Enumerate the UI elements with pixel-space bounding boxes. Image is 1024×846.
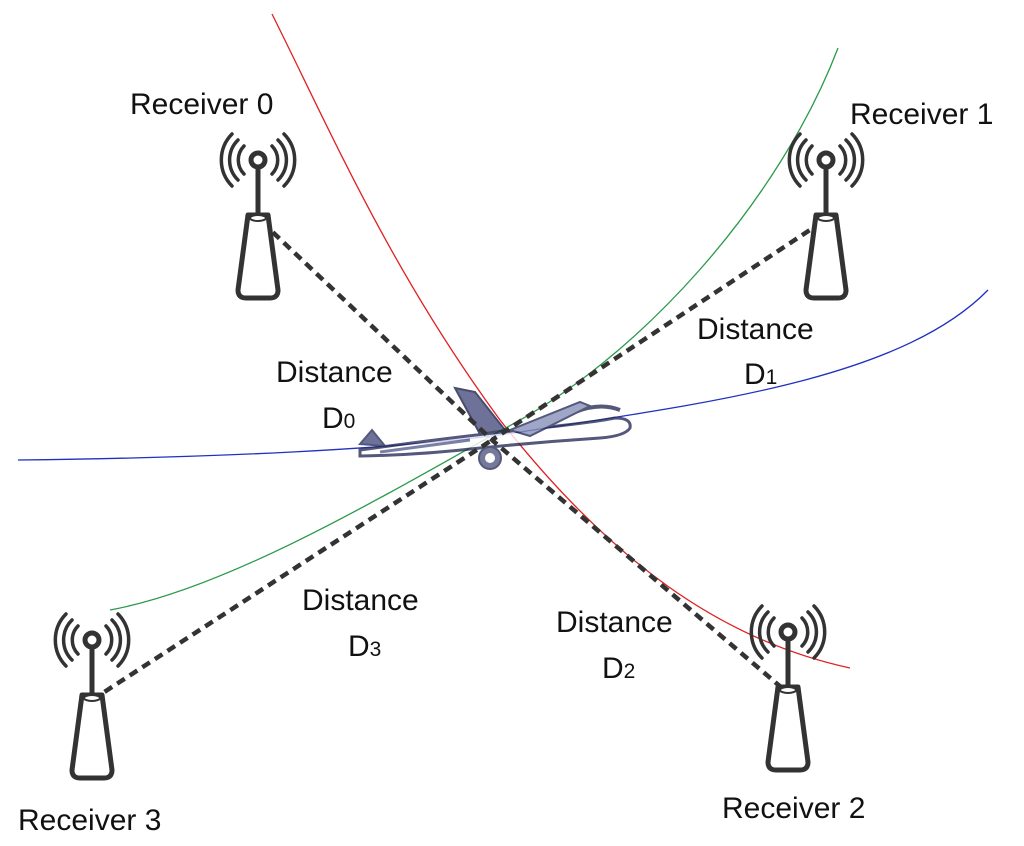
receiver-2-label: Receiver 2 (722, 792, 865, 825)
distance-label-3: Distance D3 (302, 584, 419, 663)
distance-symbol-letter: D (744, 358, 766, 391)
receiver-3-label: Receiver 3 (18, 804, 161, 837)
receiver-1: Receiver 1 (789, 98, 993, 298)
green-curve (109, 47, 839, 611)
distance-symbol-index: 0 (344, 410, 356, 433)
distance-symbol-letter: D (322, 402, 344, 435)
distance-line-2 (490, 438, 784, 690)
distance-lines (90, 220, 824, 702)
distance-symbol: D1 (744, 358, 777, 391)
distance-label-0: Distance D0 (276, 356, 393, 435)
receiver-0-label: Receiver 0 (130, 88, 273, 121)
distance-word: Distance (302, 584, 419, 617)
antenna-icon (221, 134, 294, 298)
airplane-icon (357, 386, 632, 470)
distance-word: Distance (556, 606, 673, 639)
receiver-3: Receiver 3 (18, 614, 161, 837)
distance-word: Distance (697, 313, 814, 346)
distance-symbol: D2 (602, 652, 635, 685)
distance-line-3 (90, 438, 494, 702)
distance-label-1: Distance D1 (697, 313, 814, 391)
distance-symbol: D0 (322, 402, 355, 435)
distance-symbol: D3 (348, 630, 381, 663)
antenna-icon (751, 606, 824, 770)
distance-line-0 (260, 220, 494, 442)
antenna-icon (789, 134, 862, 298)
distance-symbol-letter: D (602, 652, 624, 685)
distance-label-2: Distance D2 (556, 606, 673, 685)
receiver-1-label: Receiver 1 (850, 98, 993, 131)
distance-word: Distance (276, 356, 393, 389)
distance-symbol-index: 3 (370, 638, 382, 661)
receiver-2: Receiver 2 (722, 606, 865, 825)
distance-symbol-letter: D (348, 630, 370, 663)
antenna-icon (55, 614, 128, 778)
distance-symbol-index: 2 (624, 660, 636, 683)
distance-symbol-index: 1 (766, 366, 778, 389)
distance-line-1 (490, 220, 824, 442)
receiver-0: Receiver 0 (130, 88, 295, 298)
red-curve (271, 13, 851, 669)
